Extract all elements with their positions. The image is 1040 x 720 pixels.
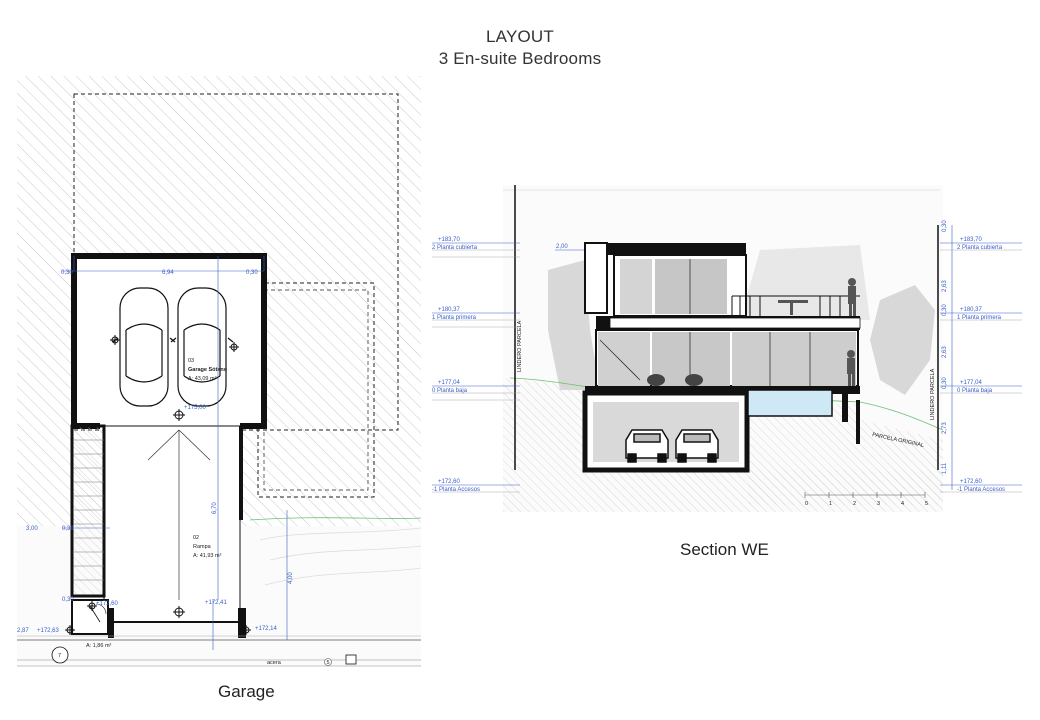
room-area-garage: A: 43,09 m² <box>188 376 217 382</box>
level-entry: +172,60 <box>96 601 119 607</box>
room-area-ramp: A: 41,93 m² <box>193 553 222 559</box>
scale-tick-2: 2 <box>853 501 856 507</box>
right-dim-1: 2,63 <box>942 280 948 292</box>
room-number-ramp: 02 <box>193 535 199 541</box>
level-street-right: +172,14 <box>255 626 278 632</box>
level-right-2-name: 0 Planta baja <box>957 388 993 394</box>
car-top-left <box>112 287 176 407</box>
level-right-1-value: +180,37 <box>960 307 983 313</box>
right-dim-3: 2,63 <box>942 346 948 358</box>
level-left-3-name: -1 Planta Accesos <box>432 487 480 493</box>
elevation-marker-icon <box>345 654 357 665</box>
elevation-marker-label: 5 <box>327 660 330 666</box>
level-right-3-value: +172,60 <box>960 479 983 485</box>
level-right-0-value: +183,70 <box>960 237 983 243</box>
level-left-0-value: +183,70 <box>438 237 461 243</box>
section-car-left <box>625 429 669 463</box>
section-caption: Section WE <box>680 540 769 559</box>
dim-entry-wall: 0,30 <box>62 597 74 603</box>
section-we: 0 1 2 3 4 5 +183,70 2 Planta cubierta +1… <box>432 185 1022 512</box>
north-marker-icon <box>51 646 69 664</box>
dim-width: 6,94 <box>162 270 174 276</box>
dim-stair: 3,00 <box>26 526 38 532</box>
garage-plan: 0,30 6,94 0,30 3,00 0,30 6,70 4,00 0,30 … <box>17 76 422 667</box>
level-left-2-value: +177,04 <box>438 380 461 386</box>
scale-tick-1: 1 <box>829 501 832 507</box>
level-garage: +175,00 <box>184 405 207 411</box>
room-number-garage: 03 <box>188 358 194 364</box>
room-name-garage: Garage Sótano <box>188 367 228 373</box>
level-left-1-value: +180,37 <box>438 307 461 313</box>
room-name-ramp: Rampa <box>193 544 212 550</box>
level-edge: 2,87 <box>17 628 29 634</box>
level-left-0-name: 2 Planta cubierta <box>432 245 478 251</box>
right-dim-4: 0,30 <box>942 377 948 389</box>
scale-tick-5: 5 <box>925 501 928 507</box>
left-boundary-label: LINDERO PARCELA <box>517 320 523 372</box>
level-left-1-name: 1 Planta primera <box>432 315 477 321</box>
page-title: LAYOUT <box>486 27 554 46</box>
stair <box>70 424 106 598</box>
street-label: acera <box>267 660 282 666</box>
right-dim-6: 1,11 <box>942 462 948 474</box>
dim-wall-left: 0,30 <box>61 270 73 276</box>
car-top-right <box>170 287 234 407</box>
level-left-3-value: +172,60 <box>438 479 461 485</box>
scale-tick-4: 4 <box>901 501 904 507</box>
room-area-entry: A: 1,86 m² <box>86 643 112 649</box>
overhang-dim: 2,00 <box>556 244 568 250</box>
garage-caption: Garage <box>218 682 275 701</box>
level-ramp-bottom: +172,41 <box>205 600 228 606</box>
ramp <box>103 425 241 623</box>
north-marker-label: 7 <box>58 653 61 659</box>
level-right-3-name: -1 Planta Accesos <box>957 487 1005 493</box>
level-street-left: +172,63 <box>37 628 60 634</box>
level-right-1-name: 1 Planta primera <box>957 315 1002 321</box>
dim-stair-wall: 0,30 <box>62 526 74 532</box>
dim-wall-right: 0,30 <box>246 270 258 276</box>
right-dim-5: 2,73 <box>942 422 948 434</box>
dim-ramp-length: 6,70 <box>212 502 218 514</box>
right-dim-2: 0,30 <box>942 304 948 316</box>
scale-tick-0: 0 <box>805 501 808 507</box>
right-boundary-label: LINDERO PARCELA <box>930 368 936 420</box>
right-dim-0: 0,30 <box>942 220 948 232</box>
dim-depth: 4,00 <box>288 572 294 584</box>
scale-tick-3: 3 <box>877 501 880 507</box>
level-right-0-name: 2 Planta cubierta <box>957 245 1003 251</box>
level-left-2-name: 0 Planta baja <box>432 388 468 394</box>
garage-walls <box>71 253 267 429</box>
section-pool <box>747 389 833 417</box>
section-car-right <box>675 429 719 463</box>
page-subtitle: 3 En-suite Bedrooms <box>438 49 602 68</box>
level-right-2-value: +177,04 <box>960 380 983 386</box>
